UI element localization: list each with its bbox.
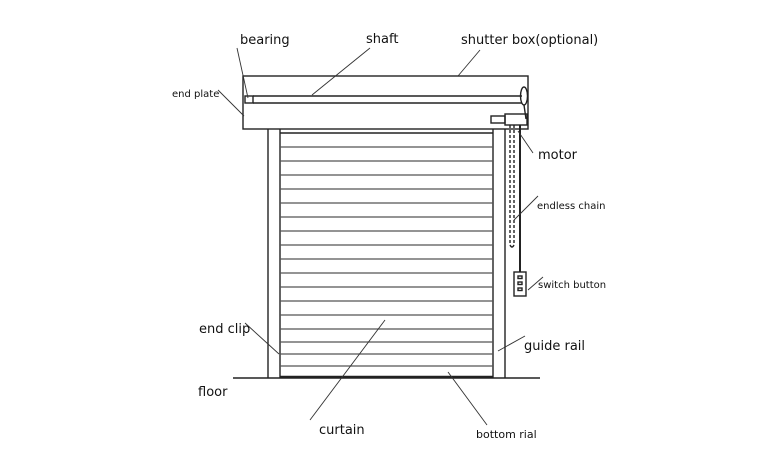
label-curtain: curtain [319, 423, 365, 438]
label-switch-button: switch button [538, 280, 607, 291]
label-bottom-rail: bottom rial [476, 428, 537, 441]
label-end-plate: end plate [172, 89, 220, 100]
label-shaft: shaft [366, 32, 399, 47]
label-end-clip: end clip [199, 322, 251, 337]
label-guide-rail: guide rail [524, 339, 586, 354]
switch-button-box [513, 271, 527, 297]
label-floor: floor [198, 385, 228, 400]
label-endless-chain: endless chain [537, 201, 606, 212]
label-bearing: bearing [240, 33, 290, 48]
shutter-box [242, 75, 529, 130]
motor [490, 115, 506, 124]
label-shutter-box: shutter box(optional) [461, 33, 599, 48]
label-motor: motor [538, 148, 578, 163]
curtain-slats [280, 146, 493, 367]
bearing [244, 95, 254, 104]
